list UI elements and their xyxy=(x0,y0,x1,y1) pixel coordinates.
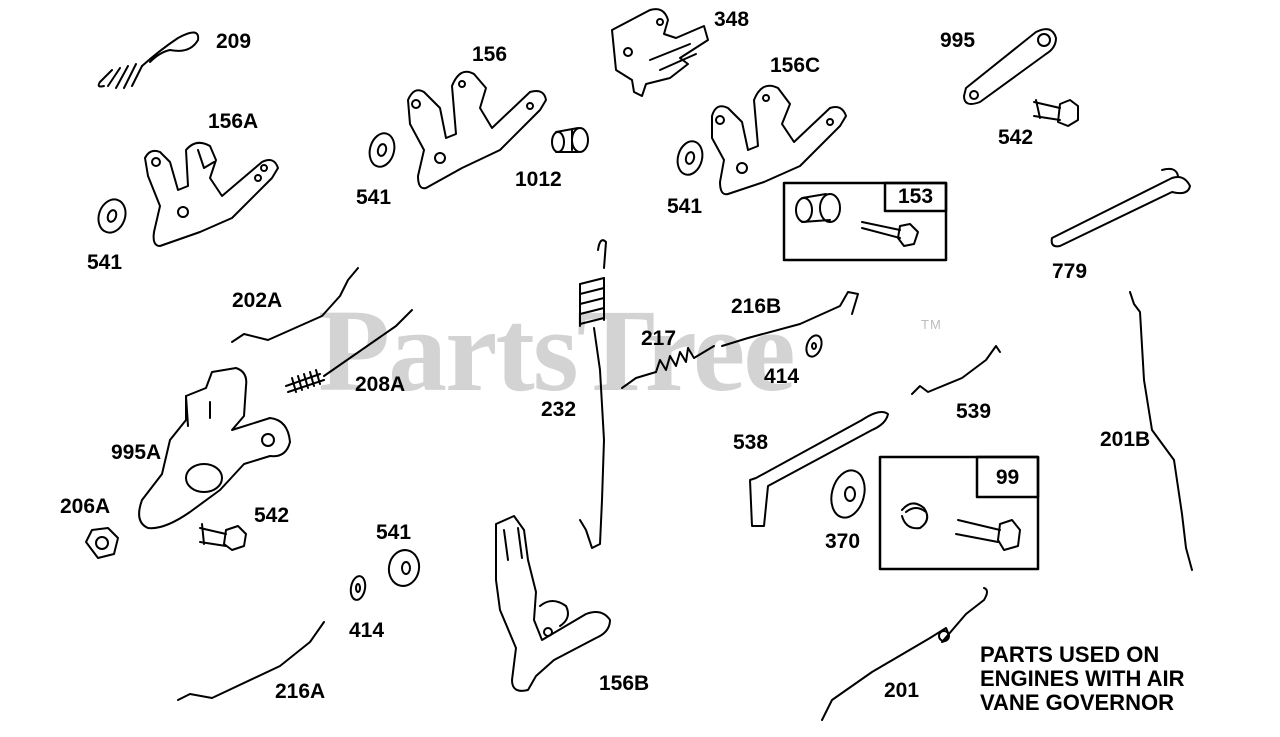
callout-216B: 216B xyxy=(731,295,782,318)
part-414-washer-mid xyxy=(805,334,823,358)
part-539-rod xyxy=(911,345,1001,395)
callout-348: 348 xyxy=(714,8,750,31)
callout-541-bottom: 541 xyxy=(376,521,412,544)
air-vane-governor-note: PARTS USED ON ENGINES WITH AIR VANE GOVE… xyxy=(980,643,1185,715)
kit-99-box xyxy=(878,455,1040,571)
callout-539: 539 xyxy=(956,400,992,423)
kit-153-box xyxy=(782,181,948,262)
callout-202A: 202A xyxy=(232,289,283,312)
callout-201: 201 xyxy=(884,679,920,702)
callout-541-left: 541 xyxy=(87,251,123,274)
callout-542-bottom: 542 xyxy=(254,504,290,527)
part-208A-rod xyxy=(285,309,413,393)
part-209-spring xyxy=(97,31,200,89)
note-line-2: ENGINES WITH AIR xyxy=(980,666,1185,691)
callout-209: 209 xyxy=(216,30,252,53)
part-541-washer-right xyxy=(676,140,704,176)
part-541-washer-left xyxy=(97,198,127,234)
partstree-watermark: PartsTree xyxy=(318,285,796,416)
callout-201B: 201B xyxy=(1100,428,1151,451)
callout-208A: 208A xyxy=(355,373,406,396)
callout-1012: 1012 xyxy=(515,168,562,191)
part-217-spring xyxy=(621,345,715,389)
part-156-lever xyxy=(407,70,547,190)
callout-156B: 156B xyxy=(599,672,650,695)
callout-995A: 995A xyxy=(111,441,162,464)
callout-156C: 156C xyxy=(770,54,821,77)
callout-542-top: 542 xyxy=(998,126,1034,149)
part-779-wire xyxy=(1050,167,1191,248)
kit-99-label: 99 xyxy=(995,466,1020,489)
callout-217: 217 xyxy=(641,327,677,350)
note-line-3: VANE GOVERNOR xyxy=(980,690,1174,715)
kit-153-label: 153 xyxy=(897,185,934,208)
callout-995: 995 xyxy=(940,29,976,52)
callout-538: 538 xyxy=(733,431,769,454)
part-348-bracket xyxy=(611,8,709,97)
part-206A-nut xyxy=(85,527,119,559)
callout-156: 156 xyxy=(472,43,508,66)
callout-206A: 206A xyxy=(60,495,111,518)
callout-232: 232 xyxy=(541,398,577,421)
callout-779: 779 xyxy=(1052,260,1088,283)
part-201B-rod xyxy=(1129,291,1193,571)
part-995-link xyxy=(963,28,1057,105)
part-414-washer-bottom xyxy=(349,575,367,601)
part-202A-rod xyxy=(231,267,359,343)
callout-541-right: 541 xyxy=(667,195,703,218)
part-542-bolt-top xyxy=(1033,99,1079,127)
note-line-1: PARTS USED ON xyxy=(980,642,1160,667)
callout-216A: 216A xyxy=(275,680,326,703)
part-541-washer-bottom xyxy=(387,549,421,587)
part-1012-pin xyxy=(551,127,589,153)
part-156C-lever xyxy=(711,84,847,196)
part-216A-rod xyxy=(177,621,325,701)
part-232-spring xyxy=(579,239,607,549)
callout-156A: 156A xyxy=(208,110,259,133)
part-538-rod xyxy=(749,411,889,527)
trademark-symbol: TM xyxy=(921,317,942,332)
callout-370: 370 xyxy=(825,530,861,553)
part-156B-lever xyxy=(495,515,611,692)
callout-414-bottom: 414 xyxy=(349,619,385,642)
part-216B-rod xyxy=(721,291,859,347)
part-542-bolt-bottom xyxy=(199,523,247,551)
part-201-rod xyxy=(821,587,988,721)
part-995A-lever xyxy=(138,367,291,530)
part-541-washer-mid xyxy=(368,132,396,168)
callout-541-mid: 541 xyxy=(356,186,392,209)
part-156A-lever xyxy=(144,141,279,247)
part-370-washer xyxy=(830,469,866,519)
callout-414-mid: 414 xyxy=(764,365,800,388)
